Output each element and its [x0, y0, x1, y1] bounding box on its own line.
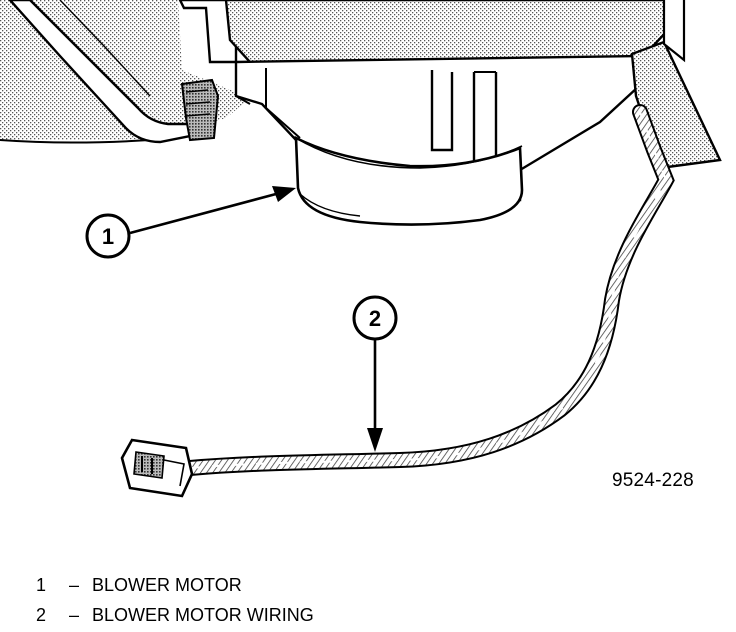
blower-motor-wiring-harness [182, 104, 675, 476]
legend-item-1: 1 – BLOWER MOTOR [36, 570, 314, 600]
legend-item-number: 1 [36, 575, 47, 595]
callout-1-number: 1 [102, 224, 114, 249]
legend-item-2: 2 – BLOWER MOTOR WIRING [36, 600, 314, 630]
callout-2-number: 2 [369, 306, 381, 331]
housing-bracket-left [178, 0, 238, 64]
legend-item-number: 2 [36, 605, 47, 625]
blower-motor-body [294, 135, 524, 226]
callout-2: 2 [352, 295, 398, 452]
legend-separator: – [69, 605, 80, 625]
tube-connector [180, 78, 220, 142]
callout-1: 1 [85, 186, 296, 259]
housing-rib [430, 70, 454, 152]
legend: 1 – BLOWER MOTOR 2 – BLOWER MOTOR WIRING [36, 570, 314, 630]
legend-item-label: BLOWER MOTOR [92, 575, 242, 595]
legend-separator: – [69, 575, 80, 595]
legend-item-label: BLOWER MOTOR WIRING [92, 605, 314, 625]
figure-id: 9524-228 [612, 470, 694, 491]
